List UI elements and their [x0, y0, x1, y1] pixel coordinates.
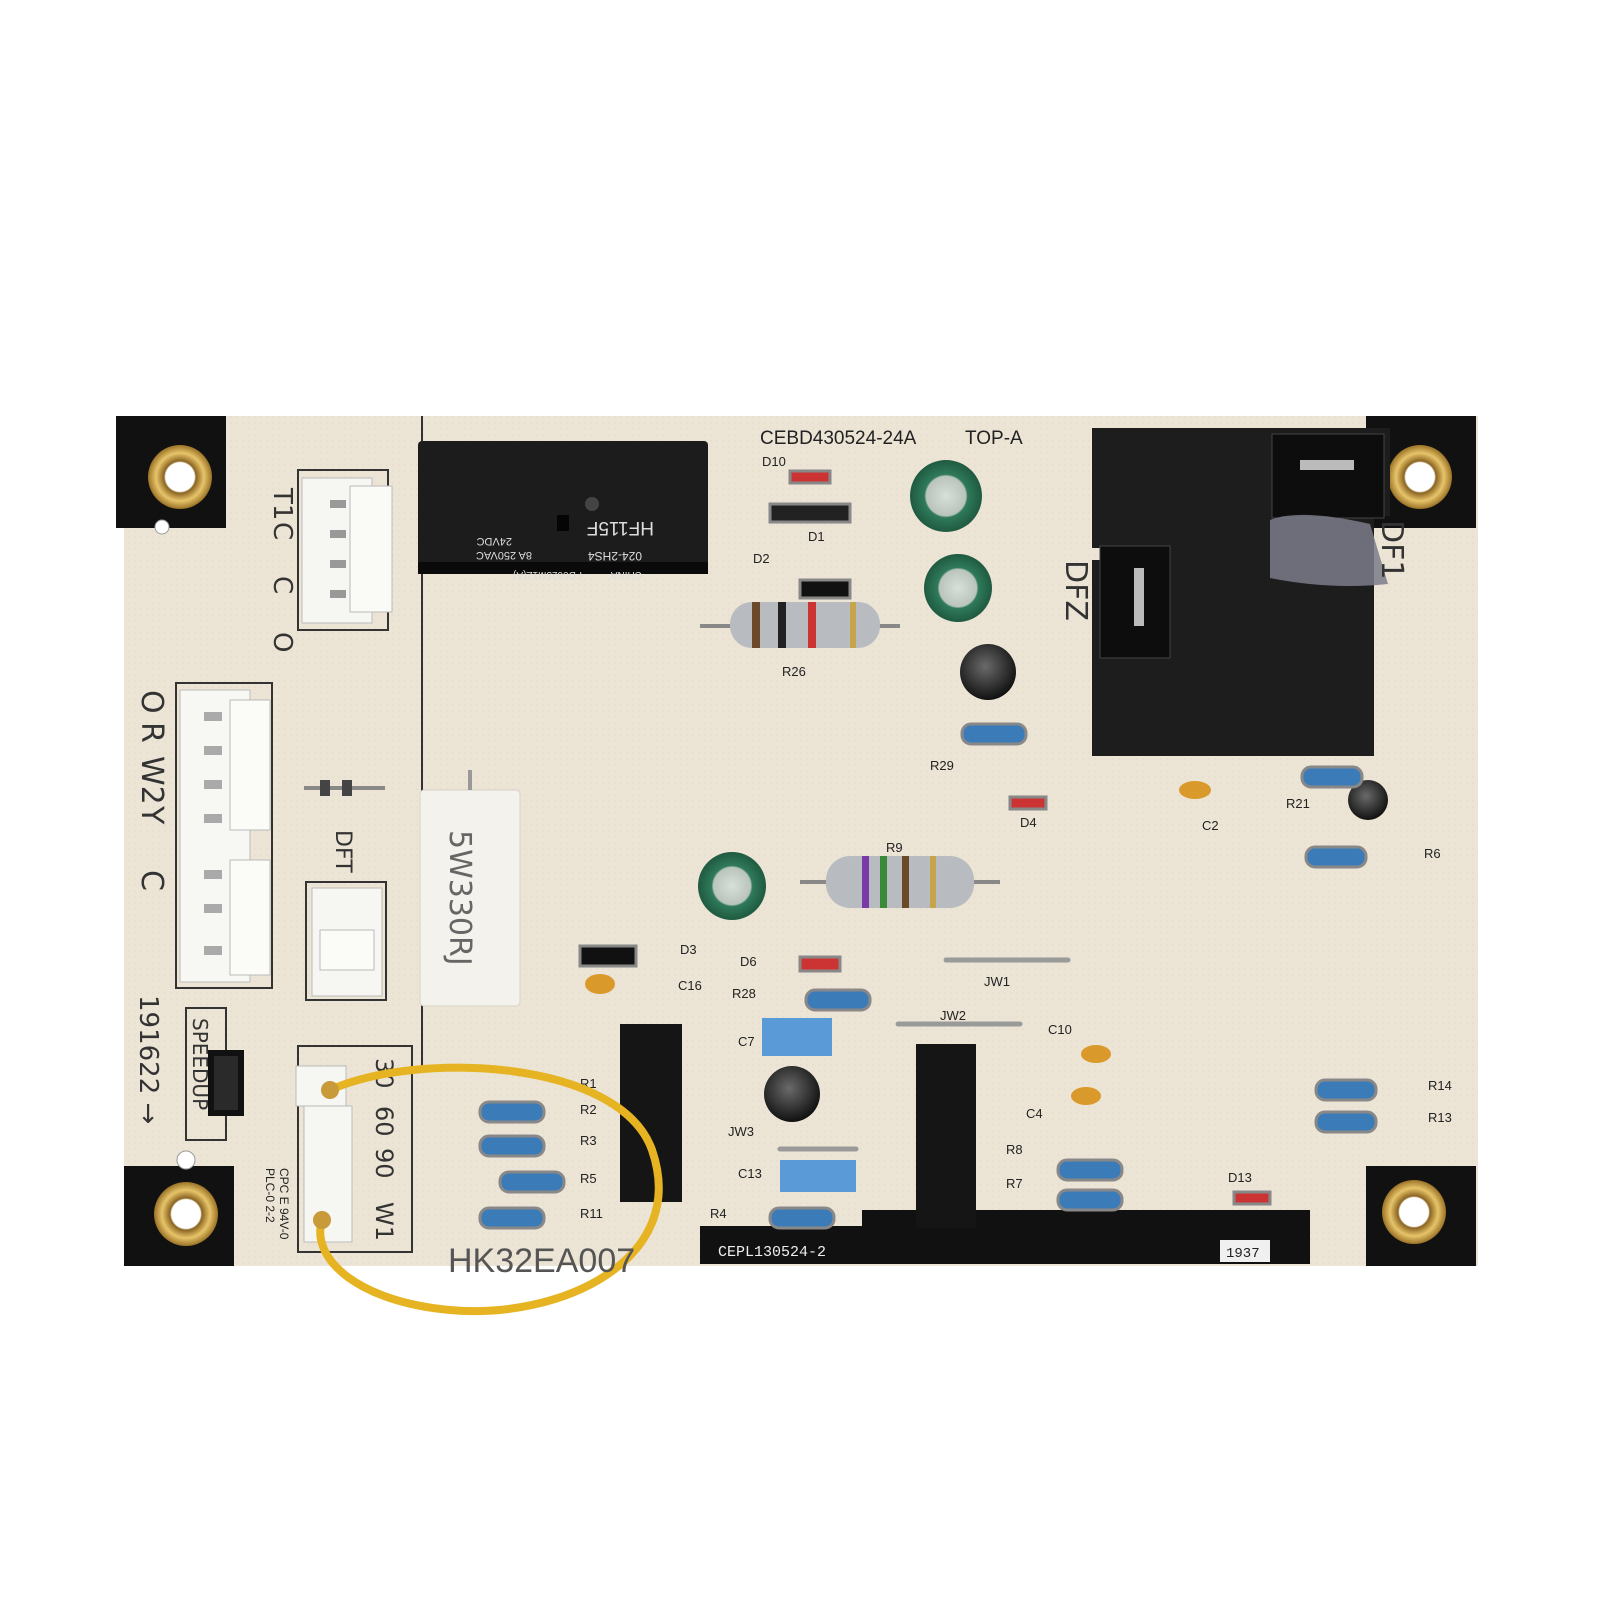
svg-text:CPC E 94V-0: CPC E 94V-0	[277, 1168, 291, 1240]
svg-text:R3: R3	[580, 1133, 597, 1148]
svg-text:R2: R2	[580, 1102, 597, 1117]
svg-text:C4: C4	[1026, 1106, 1043, 1121]
board-part-number: CEBD430524-24A	[760, 428, 917, 449]
relay-brand: HF115F	[587, 517, 654, 538]
svg-text:60: 60	[370, 1106, 398, 1137]
small-resistors	[478, 722, 1378, 1230]
model-number: HK32EA007	[448, 1242, 635, 1280]
connector-p3: DFT	[305, 830, 387, 1001]
svg-text:C16: C16	[678, 978, 702, 993]
relay-model: 024-2HS4	[588, 549, 642, 563]
wire-jumpers	[777, 957, 1071, 1152]
svg-text:W2: W2	[134, 756, 169, 805]
svg-text:R29: R29	[930, 758, 954, 773]
svg-text:R5: R5	[580, 1171, 597, 1186]
resistor-r26	[700, 602, 900, 648]
svg-text:DFZ: DFZ	[1058, 560, 1093, 621]
svg-text:JW2: JW2	[940, 1008, 966, 1023]
svg-text:D10: D10	[762, 454, 786, 469]
svg-text:O: O	[267, 632, 297, 652]
svg-text:JW1: JW1	[984, 974, 1010, 989]
svg-text:C: C	[267, 576, 297, 594]
svg-text:D2: D2	[753, 551, 770, 566]
svg-text:PLC-0 2-2: PLC-0 2-2	[263, 1168, 277, 1223]
board-bottom-label: CEPL130524-2	[718, 1244, 826, 1261]
svg-text:D13: D13	[1228, 1170, 1252, 1185]
connector-p1	[175, 682, 273, 989]
svg-text:T1: T1	[267, 487, 297, 520]
svg-text:R: R	[134, 722, 169, 743]
resistor-r20-marking: 5W330RJ	[442, 830, 477, 966]
svg-text:R14: R14	[1428, 1078, 1452, 1093]
relay-k2: HF115F 024-2HS4 8A 250VAC 24VDC FD0625M1…	[418, 441, 708, 580]
svg-text:C7: C7	[738, 1034, 755, 1049]
svg-text:R4: R4	[710, 1206, 727, 1221]
board-side-label: TOP-A	[965, 428, 1023, 449]
svg-text:R9: R9	[886, 840, 903, 855]
svg-text:O: O	[134, 690, 169, 714]
resistor-r9	[800, 856, 1000, 908]
relay-coil: 24VDC	[476, 535, 512, 547]
relay-rating: 8A 250VAC	[476, 549, 532, 561]
svg-text:D4: D4	[1020, 815, 1037, 830]
svg-text:C10: C10	[1048, 1022, 1072, 1037]
diodes	[578, 469, 1272, 1206]
svg-text:R13: R13	[1428, 1110, 1452, 1125]
svg-text:R8: R8	[1006, 1142, 1023, 1157]
relay-code: FD0625M1Z(A)	[513, 569, 582, 580]
svg-text:JW3: JW3	[728, 1124, 754, 1139]
svg-text:C: C	[134, 870, 169, 891]
svg-text:R28: R28	[732, 986, 756, 1001]
svg-text:R26: R26	[782, 664, 806, 679]
reference-labels: D10 D1 D2 R26 R29 D4 C2 R21 R6 R9 D3 C16…	[580, 454, 1452, 1221]
brass-eyelets	[148, 445, 1452, 1246]
resistor-r20: 5W330RJ	[419, 770, 521, 1007]
relay-origin: CHINA	[611, 569, 642, 580]
terminal-labels-left: O R W2 Y C	[134, 690, 169, 891]
ceramic-capacitors	[585, 781, 1211, 1105]
svg-text:C13: C13	[738, 1166, 762, 1181]
terminal-labels-top: T1 C C O	[267, 487, 297, 652]
svg-text:D1: D1	[808, 529, 825, 544]
svg-text:Y: Y	[134, 805, 169, 825]
svg-text:D6: D6	[740, 954, 757, 969]
svg-text:DFT: DFT	[330, 830, 355, 873]
side-number: 191622 →	[133, 995, 163, 1124]
svg-text:DF1: DF1	[1374, 520, 1409, 579]
date-code: 1937	[1226, 1246, 1260, 1262]
svg-text:R11: R11	[580, 1206, 603, 1221]
svg-text:R6: R6	[1424, 846, 1441, 861]
svg-text:C: C	[267, 522, 297, 540]
svg-text:C2: C2	[1202, 818, 1219, 833]
svg-text:D3: D3	[680, 942, 697, 957]
svg-text:90: 90	[370, 1148, 398, 1179]
svg-text:R21: R21	[1286, 796, 1310, 811]
electrolytic-capacitors	[698, 460, 1388, 1122]
relay-k1: DFZ DF1	[1058, 428, 1409, 756]
svg-text:R7: R7	[1006, 1176, 1023, 1191]
box-capacitors	[762, 1018, 856, 1192]
speedup-jumper: SPEEDUP	[185, 1007, 244, 1141]
svg-text:W1: W1	[370, 1202, 398, 1241]
svg-text:SPEEDUP: SPEEDUP	[188, 1018, 212, 1110]
yellow-wire-loop	[313, 1063, 663, 1315]
connector-p2	[297, 469, 393, 631]
